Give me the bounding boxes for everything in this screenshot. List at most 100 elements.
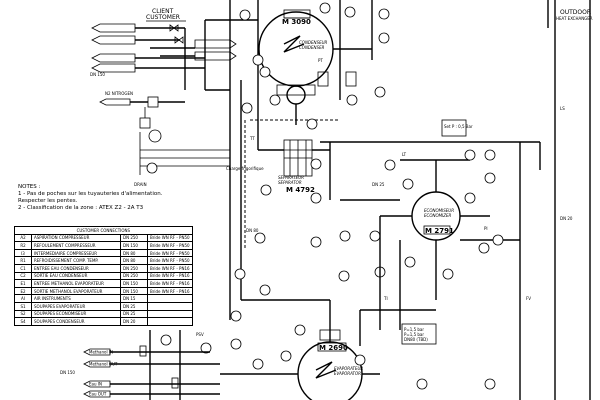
note-line: Respecter les pentes. (18, 198, 78, 204)
bottom-inlets: Methanol IN Methanol OUT Eau IN Eau OUT … (60, 330, 220, 400)
connection-type: Bride WN RF - PN16 (147, 271, 193, 281)
connection-name: SORTIE METHANOL EVAPORATEUR (31, 286, 121, 296)
economizer-fr: ECONOMISEUR (424, 208, 454, 213)
connection-dn: DN 250 (120, 233, 148, 243)
connection-dn: DN 15 (120, 294, 148, 303)
connection-name: SOUPAPES EVAPORATEUR (31, 301, 121, 311)
tag-label: LT (402, 152, 407, 157)
connection-name: ENTREE METHANOL EVAPORATEUR (31, 279, 121, 288)
customer-label: CUSTOMER (146, 14, 180, 21)
connection-type: Bride WN RF - PN50 (147, 256, 193, 265)
connection-type: Bride WN RF - PN50 (147, 248, 193, 258)
connection-name: ENTREE EAU CONDENSEUR (31, 263, 121, 273)
separator-fr: SEPARATEUR (278, 175, 304, 180)
tag-label: TT (249, 136, 255, 141)
connection-dn: DN 150 (120, 279, 148, 288)
pressure-note-1: P=1,5 bar (404, 327, 424, 332)
connection-id: R1 (14, 256, 32, 265)
dn-label: DN 150 (60, 370, 75, 375)
connection-name: SOUPAPES ECONOMISEUR (31, 309, 121, 319)
outdoor-sub: HEAT EXCHANGER (556, 16, 593, 21)
connection-id: AI (14, 294, 32, 303)
connection-name: SOUPAPES CONDENSEUR (31, 317, 121, 326)
connection-id: C1 (14, 263, 32, 273)
evaporator-en: EVAPORATOR (334, 371, 361, 376)
connection-name: ASPIRATION COMPRESSEUR (31, 233, 121, 243)
connection-name: INTERMEDIAIRE COMPRESSEUR (31, 248, 121, 258)
tag-label: TI (383, 296, 388, 301)
separator-vessel: SEPARATEUR SEPARATOR M 4792 Charge frigo… (226, 139, 315, 194)
dn-label: DN 150 (90, 72, 105, 77)
connection-dn: DN 25 (120, 301, 148, 311)
m4792-tag: M 4792 (286, 186, 315, 194)
connection-name: REFOULEMENT COMPRESSEUR (31, 241, 121, 250)
connection-id: C2 (14, 271, 32, 281)
connection-id: S1 (14, 301, 32, 311)
connection-name: SORTIE EAU CONDENSEUR (31, 271, 121, 281)
connection-type: Bride WN RF - PN50 (147, 233, 193, 243)
connection-dn: DN 250 (120, 271, 148, 281)
note-line: 1 - Pas de poches sur les tuyauteries d'… (18, 191, 163, 197)
setpoint-label: Set P : 0,5 Bar (444, 124, 473, 129)
m2791-tag: M 2791 (425, 227, 454, 235)
tag-label: LS (560, 106, 565, 111)
evaporator-vessel: M 2690 EVAPORATEUR EVAPORATOR (220, 300, 380, 400)
connection-dn: DN 25 (120, 309, 148, 319)
connection-dn: DN 80 (120, 248, 148, 258)
notes-block: NOTES : 1 - Pas de poches sur les tuyaut… (18, 184, 208, 212)
client-connection-area: CLIENT CUSTOMER DN 150 (90, 8, 258, 91)
connection-id: A2 (14, 233, 32, 243)
connection-name: REFROIDISSEMENT COMP. TEMP. (31, 256, 121, 265)
connection-type: Bride WN RF - PN50 (147, 241, 193, 250)
connection-type: Bride WN RF - PN16 (147, 286, 193, 296)
connection-type: Bride WN RF - PN16 (147, 279, 193, 288)
condenser-fr: CONDENSEUR (299, 40, 328, 45)
pressure-note-2: P=1,5 bar (404, 332, 424, 337)
nitrogen-line: N2 NITROGEN DRAIN (99, 91, 230, 187)
tag-label: FV (526, 296, 531, 301)
connection-type (147, 317, 193, 326)
connection-dn: DN 250 (120, 263, 148, 273)
dn-label: DN 20 (560, 216, 573, 221)
connection-type: Bride WN RF - PN16 (147, 263, 193, 273)
connection-id: E2 (14, 286, 32, 296)
connection-id: S2 (14, 309, 32, 319)
connection-id: R2 (14, 241, 32, 250)
dn-label: DN 25 (372, 182, 385, 187)
connection-id: I3 (14, 248, 32, 258)
evaporator-fr: EVAPORATEUR (334, 366, 363, 371)
economizer-en: ECONOMIZER (424, 213, 452, 218)
pressure-note-3: DN80 (TBD) (404, 337, 428, 342)
condenser-vessel: M 3090 CONDENSEUR CONDENSER (258, 0, 373, 125)
inlet-label: Methanol OUT (89, 362, 118, 367)
inlet-label: Methanol IN (89, 350, 113, 355)
connection-id: S4 (14, 317, 32, 326)
drain-label: DRAIN (134, 182, 147, 187)
connection-dn: DN 150 (120, 241, 148, 250)
connections-title: CUSTOMER CONNECTIONS (14, 226, 193, 235)
connection-type (147, 294, 193, 303)
charge-label: Charge frigorifique (226, 166, 264, 171)
client-label: CLIENT (152, 8, 174, 15)
dn-label: DN 80 (246, 228, 259, 233)
m2690-tag: M 2690 (319, 344, 348, 352)
notes-title: NOTES : (18, 184, 41, 190)
inlet-label: Eau OUT (89, 392, 107, 397)
separator-en: SEPARATOR (278, 180, 302, 185)
tag-label: PI (484, 226, 488, 231)
condenser-en: CONDENSER (299, 45, 325, 50)
note-line: 2 - Classification de la zone : ATEX Z2 … (18, 205, 144, 211)
inlet-label: Eau IN (89, 382, 102, 387)
connection-dn: DN 80 (120, 256, 148, 265)
